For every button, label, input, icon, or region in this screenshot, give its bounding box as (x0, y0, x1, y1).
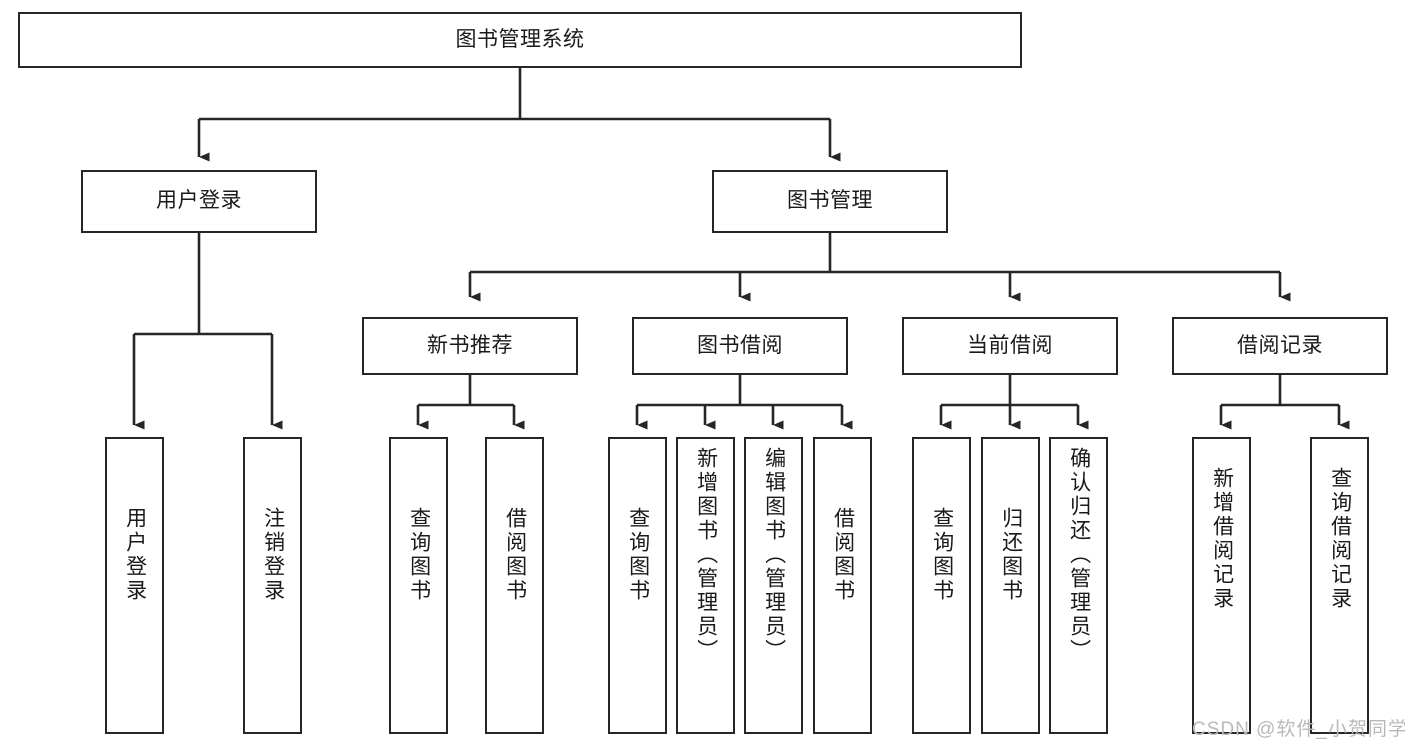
node-label: 当前借阅 (967, 333, 1053, 357)
node-root-book-management-system[interactable]: 图书管理系统 (18, 12, 1022, 68)
node-label: 确认归还（管理员） (1067, 447, 1091, 663)
node-label: 借阅图书 (503, 507, 527, 603)
node-label: 借阅记录 (1237, 333, 1323, 357)
edges-root-to-level1 (197, 68, 841, 162)
edges-borrowrecord-to-leaves (1219, 375, 1350, 430)
csdn-watermark: CSDN @软件_小贺同学 (1192, 719, 1405, 740)
edges-newbook-to-leaves (416, 375, 525, 430)
node-label: 归还图书 (999, 507, 1023, 603)
edges-bookmgmt-to-level2 (468, 233, 1291, 302)
node-leaf-return-book[interactable]: 归还图书 (981, 437, 1040, 734)
node-current-borrow[interactable]: 当前借阅 (902, 317, 1118, 375)
node-label: 新书推荐 (427, 333, 513, 357)
node-label: 查询图书 (626, 507, 650, 603)
node-leaf-add-borrow-record[interactable]: 新增借阅记录 (1192, 437, 1251, 734)
node-label: 新增图书（管理员） (694, 447, 718, 663)
node-label: 图书借阅 (697, 333, 783, 357)
node-leaf-borrow-book-recommend[interactable]: 借阅图书 (485, 437, 544, 734)
node-label: 查询图书 (407, 507, 431, 603)
node-leaf-add-book-admin[interactable]: 新增图书（管理员） (676, 437, 735, 734)
node-leaf-query-book-borrow[interactable]: 查询图书 (608, 437, 667, 734)
node-leaf-query-book-recommend[interactable]: 查询图书 (389, 437, 448, 734)
node-book-management[interactable]: 图书管理 (712, 170, 948, 233)
node-label: 借阅图书 (831, 507, 855, 603)
node-leaf-borrow-book[interactable]: 借阅图书 (813, 437, 872, 734)
node-label: 查询图书 (930, 507, 954, 603)
node-label: 查询借阅记录 (1328, 467, 1352, 611)
edges-currentborrow-to-leaves (939, 375, 1089, 430)
node-leaf-edit-book-admin[interactable]: 编辑图书（管理员） (744, 437, 803, 734)
node-borrow-record[interactable]: 借阅记录 (1172, 317, 1388, 375)
node-leaf-confirm-return-admin[interactable]: 确认归还（管理员） (1049, 437, 1108, 734)
node-leaf-query-book-current[interactable]: 查询图书 (912, 437, 971, 734)
node-label: 图书管理系统 (455, 27, 585, 51)
node-label: 用户登录 (156, 189, 242, 213)
node-label: 注销登录 (261, 507, 285, 603)
node-book-borrow[interactable]: 图书借阅 (632, 317, 848, 375)
node-label: 编辑图书（管理员） (762, 447, 786, 663)
node-label: 新增借阅记录 (1210, 467, 1234, 611)
node-label: 用户登录 (123, 507, 147, 603)
node-new-book-recommend[interactable]: 新书推荐 (362, 317, 578, 375)
node-leaf-logout[interactable]: 注销登录 (243, 437, 302, 734)
node-leaf-query-borrow-record[interactable]: 查询借阅记录 (1310, 437, 1369, 734)
node-label: 图书管理 (787, 189, 873, 213)
edges-bookborrow-to-leaves (635, 375, 853, 430)
node-user-login[interactable]: 用户登录 (81, 170, 317, 233)
node-leaf-user-login[interactable]: 用户登录 (105, 437, 164, 734)
edges-userlogin-to-leaves (132, 233, 283, 430)
